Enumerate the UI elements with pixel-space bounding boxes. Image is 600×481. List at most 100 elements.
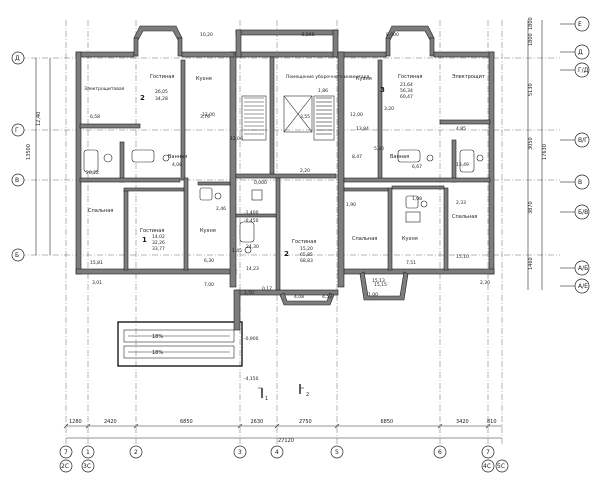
level-mark: 1,90 [346, 202, 356, 208]
axis-bubble: 2 [129, 445, 143, 459]
room-name: Спальная [452, 214, 477, 220]
grid-lines [20, 20, 560, 445]
level-mark: 13,49 [456, 162, 469, 168]
room-name: Кухня [356, 76, 372, 82]
axis-bubble: Д [11, 51, 25, 65]
level-mark: 4,85 [456, 126, 466, 132]
right-axis-bubbles: ЕДГ/ДВ/ГВБ/ВА/БА/Е [560, 16, 590, 294]
axis-bubble: 7 [59, 445, 73, 459]
room-name: Ванная [390, 154, 409, 160]
apartment-number: 2 [284, 250, 289, 258]
axis-label: 6 [438, 449, 442, 456]
apartment-area: 56,34 [400, 88, 413, 94]
room-area: 21,64 [400, 82, 413, 88]
axis-bubble: 4С [481, 459, 495, 473]
section-mark-label: 1 [265, 396, 268, 402]
room-name: Электрощитовая [84, 86, 125, 92]
level-mark: 0,000 [254, 180, 267, 186]
axis-label: Б [15, 252, 19, 259]
room-name: Электрощит [452, 74, 485, 80]
axis-label: 4С [483, 463, 491, 470]
level-mark: 3,55 [300, 114, 310, 120]
axis-label: В [15, 177, 19, 184]
room-name: Спальная [352, 236, 377, 242]
dimension-tick [133, 423, 139, 429]
dimension-value: 17630 [542, 144, 548, 160]
room-name: Помещение уборочного инвентаря [286, 74, 370, 80]
axis-label: 7 [64, 449, 68, 456]
axis-label: Г [15, 127, 19, 134]
apartment-number: 2 [140, 94, 145, 102]
dimension-value: 1280 [69, 419, 82, 425]
axis-bubble: 5С [495, 459, 509, 473]
left-axis-bubbles: Д Г В Б [11, 51, 25, 262]
axis-label: Д [15, 55, 20, 62]
dimension-value: 810 [487, 419, 497, 425]
apartment-area: 60,47 [400, 94, 413, 100]
level-mark: 3,76 [200, 114, 210, 120]
level-mark: 20,22 [86, 170, 99, 176]
axis-label: Б/В [578, 209, 588, 216]
level-mark: 1,45 [232, 248, 242, 254]
dimension-value: 2630 [251, 419, 264, 425]
room-area: 14,02 [152, 234, 165, 240]
room-area: 7,51 [406, 260, 416, 266]
walls [75, 25, 495, 296]
dimension-tick [237, 423, 243, 429]
level-mark: 4,08 [294, 294, 304, 300]
ramp-slope-label: 18% [152, 334, 163, 340]
room-name: Гостиная [150, 74, 174, 80]
room-area: 4,08 [172, 162, 182, 168]
dimension-tick [437, 423, 443, 429]
axis-label: 3 [238, 449, 242, 456]
axis-bubble: Е [560, 16, 590, 32]
room-area: 6,58 [90, 114, 100, 120]
dimension-value: 6850 [180, 419, 193, 425]
dimension-value: 1800 [528, 17, 534, 30]
axis-bubble: В [11, 173, 25, 187]
room-name: Кухня [402, 236, 418, 242]
axis-label: В [578, 179, 582, 186]
dimension-lines [35, 20, 543, 439]
dimension-value: 5130 [528, 83, 534, 96]
level-mark: 14,23 [246, 266, 259, 272]
section-marks: 1 2 [258, 384, 309, 402]
axis-label: А/Е [578, 283, 588, 290]
dimension-tick [85, 423, 91, 429]
level-mark: -4,150 [244, 376, 259, 382]
axis-bubble: 7 [481, 445, 495, 459]
axis-label: 3С [83, 463, 91, 470]
axis-bubble: 2С [59, 459, 73, 473]
level-mark: 13,84 [356, 126, 369, 132]
axis-bubble: Д [560, 44, 590, 60]
room-area: 26,05 [155, 89, 168, 95]
axis-label: 5 [335, 449, 339, 456]
room-name: Кухня [196, 76, 212, 82]
level-mark: 2,33 [456, 200, 466, 206]
axis-bubble: В [560, 174, 590, 190]
dimension-value: 1460 [528, 257, 534, 270]
apartment-area: 33,77 [152, 246, 165, 252]
room-name: Ванная [168, 154, 187, 160]
level-mark: 2,46 [216, 206, 226, 212]
axis-bubble: 1 [81, 445, 95, 459]
apartment-area: 32,26 [152, 240, 165, 246]
room-area: 12,00 [202, 112, 215, 118]
dimension-tick [274, 423, 280, 429]
level-mark: 10,20 [200, 32, 213, 38]
axis-bubble: 6 [433, 445, 447, 459]
room-name: Спальная [88, 208, 113, 214]
axis-label: 5С [497, 463, 505, 470]
axis-bubble: А/Е [560, 278, 590, 294]
room-name: Гостиная [398, 74, 422, 80]
dimension-value: 2750 [299, 419, 312, 425]
room-name: Кухня [200, 228, 216, 234]
room-area: 1,86 [318, 88, 328, 94]
apartment-area: 34,28 [155, 96, 168, 102]
axis-label: В/Г [578, 137, 588, 144]
